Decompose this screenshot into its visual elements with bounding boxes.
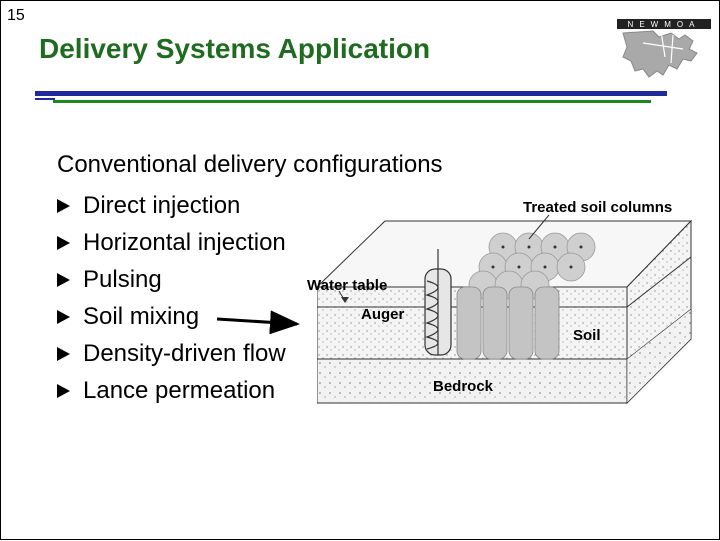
label-auger: Auger [361, 306, 405, 323]
bullet-item: Soil mixing [57, 298, 286, 335]
bullet-triangle-icon [57, 272, 70, 287]
slide-number: 15 [7, 7, 25, 24]
bullet-text: Soil mixing [83, 302, 200, 330]
title-rule-green [53, 100, 651, 103]
bullet-list: Direct injection Horizontal injection Pu… [57, 187, 286, 409]
title-rule-thin [35, 98, 55, 100]
bullet-text: Horizontal injection [83, 228, 286, 256]
bullet-triangle-icon [57, 383, 70, 398]
logo-text: NEWMOA [628, 20, 701, 29]
label-bedrock: Bedrock [433, 378, 494, 395]
bullet-triangle-icon [57, 235, 70, 250]
bullet-item: Direct injection [57, 187, 286, 224]
slide-title: Delivery Systems Application [39, 33, 431, 64]
bullet-triangle-icon [57, 309, 70, 324]
label-water-table: Water table [307, 277, 388, 294]
bullet-item: Lance permeation [57, 372, 286, 409]
bullet-text: Pulsing [83, 265, 162, 293]
bullet-text: Lance permeation [83, 376, 276, 404]
label-treated-soil-columns: Treated soil columns [523, 199, 673, 216]
content-heading: Conventional delivery configurations [57, 151, 443, 178]
bullet-item: Pulsing [57, 261, 286, 298]
bullet-triangle-icon [57, 198, 70, 213]
newmoa-logo-map-icon: NEWMOA [617, 19, 711, 78]
bullet-text: Density-driven flow [83, 339, 286, 367]
bullet-text: Direct injection [83, 191, 241, 219]
soil-block-diagram [317, 214, 693, 405]
bullet-item: Density-driven flow [57, 335, 286, 372]
label-soil: Soil [573, 327, 601, 344]
bullet-triangle-icon [57, 346, 70, 361]
title-rule-blue [35, 91, 667, 96]
bullet-item: Horizontal injection [57, 224, 286, 261]
